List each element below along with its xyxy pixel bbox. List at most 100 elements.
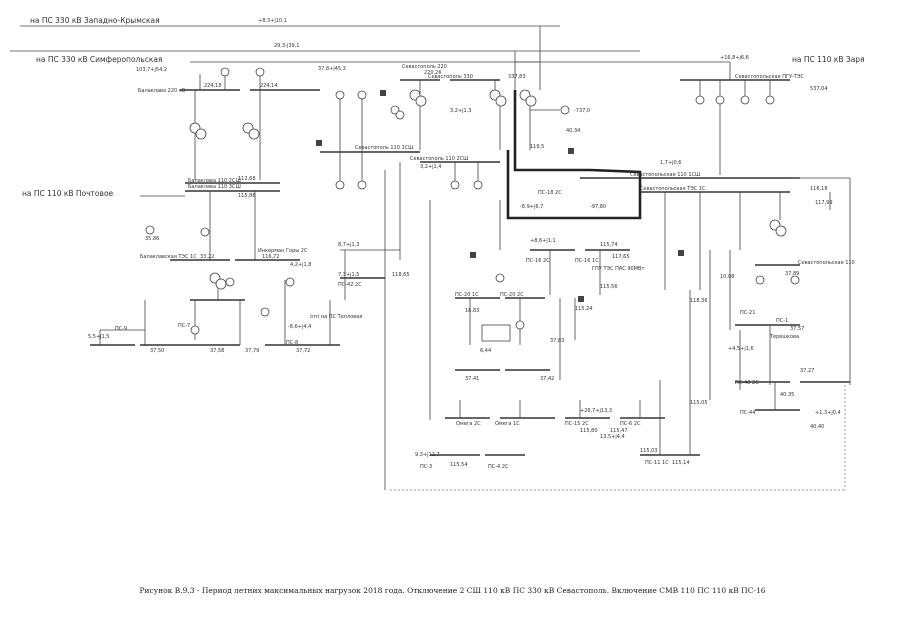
voltage-label: 16,83	[465, 308, 479, 314]
voltage-label: 115,56	[600, 284, 618, 290]
substation-label: отп на ПС Тепловая	[310, 314, 362, 320]
flow-label: 29,3-j39,1	[274, 43, 299, 49]
voltage-label: 115,03	[640, 448, 658, 454]
node-label: ПС-7	[178, 323, 190, 329]
voltage-label: 37,83	[550, 338, 564, 344]
flow-label: 8,7+j1,3	[338, 242, 359, 248]
hatched-markers	[316, 140, 684, 302]
flow-label: +4,5+j1,6	[728, 346, 754, 352]
generator-group-left	[145, 225, 235, 287]
substation-label: Балаклава 220 кВ	[138, 88, 186, 94]
node-label: ПС-9	[115, 326, 127, 332]
voltage-label: 40,34	[566, 128, 580, 134]
node-label: ПС-20 2С	[500, 292, 524, 298]
voltage-label: 37,57	[790, 326, 804, 332]
flow-label: +8,6+j1,1	[530, 238, 556, 244]
node-label: ПС-18 2С	[538, 190, 562, 196]
voltage-label: 116,72	[262, 254, 280, 260]
voltage-label: 40,35	[780, 392, 794, 398]
voltage-label: 115,74	[600, 242, 618, 248]
voltage-label: 37,72	[296, 348, 310, 354]
voltage-label: 10,08	[720, 274, 734, 280]
flow-label: -8,6+j4,4	[288, 324, 311, 330]
voltage-label: 37,27	[800, 368, 814, 374]
voltage-label: 115,47	[610, 428, 628, 434]
node-label: ПС-8	[286, 340, 298, 346]
voltage-label: 224,14	[260, 83, 278, 89]
node-label: ПС-15 2С	[565, 421, 589, 427]
substation-label: Балаклава 110 2СШ	[188, 178, 241, 184]
voltage-label: 37,58	[210, 348, 224, 354]
voltage-label: 115,80	[580, 428, 598, 434]
incoming-330kv-lines	[10, 25, 640, 90]
voltage-label: 35,86	[145, 236, 159, 242]
highlighted-feeder-loop	[506, 90, 642, 220]
voltage-label: 118,65	[392, 272, 410, 278]
voltage-label: 117,99	[815, 200, 833, 206]
node-label: ПС-16 2С	[526, 258, 550, 264]
voltage-label: 117,65	[612, 254, 630, 260]
flow-label: 37,8+j45,3	[318, 66, 346, 72]
node-label: ПС-44	[740, 410, 755, 416]
voltage-label: 220,26	[424, 70, 442, 76]
voltage-label: 37,50	[150, 348, 164, 354]
balaklava-area	[140, 67, 320, 301]
node-label: ПС-42 2С	[338, 282, 362, 288]
substation-label: Севастопольская 110 1СШ	[630, 172, 700, 178]
figure-caption: Рисунок В.9.3 - Период летних максимальн…	[139, 586, 766, 595]
flow-label: 3,2+j1,3	[450, 108, 471, 114]
node-label: ГПУ ТЭС ПАС 90МВт	[592, 266, 644, 272]
flow-label: +1,3+j0,4	[815, 410, 841, 416]
flow-label: 4,2+j1,8	[290, 262, 311, 268]
substation-label: Севастополь 110 1СШ	[355, 145, 414, 151]
voltage-label: 115,05	[690, 400, 708, 406]
substation-label: Севастополь 330	[428, 74, 473, 80]
voltage-label: 6,44	[480, 348, 491, 354]
voltage-label: 224,18	[204, 83, 222, 89]
sevastopol-area	[320, 79, 570, 190]
node-label: ПС-20 1С	[455, 292, 479, 298]
voltage-label: 116,18	[810, 186, 828, 192]
voltage-label: 40,40	[810, 424, 824, 430]
substation-label: Севастополь 110 2СШ	[410, 156, 469, 162]
node-label: ПС-48 2С	[735, 380, 759, 386]
substation-label: Севастопольская ПГУ-ТЭС	[735, 74, 804, 80]
flow-label: -8,9+j6,7	[520, 204, 543, 210]
voltage-label: 118,36	[690, 298, 708, 304]
voltage-label: 112,68	[238, 176, 256, 182]
voltage-label: 37,89	[785, 271, 799, 277]
left-35kv-section	[90, 277, 340, 346]
flow-label: -737,0	[574, 108, 590, 114]
voltage-label: -97,80	[590, 204, 606, 210]
substation-label: Инкерман Горы 2С	[258, 248, 308, 254]
voltage-label: 37,79	[245, 348, 259, 354]
flow-label: 5,5+j1,5	[88, 334, 109, 340]
node-label: ПС-4 2С	[488, 464, 509, 470]
direction-zarya: на ПС 110 кВ Заря	[792, 55, 865, 64]
voltage-label: 119,5	[530, 144, 544, 150]
substation-label: Терешкова	[769, 334, 799, 340]
direction-pochtovoe: на ПС 110 кВ Почтовое	[22, 189, 114, 198]
voltage-label: 33,22	[200, 254, 214, 260]
flow-label: 7,3+j1,5	[338, 272, 359, 278]
node-label: Омега 1С	[495, 421, 520, 427]
substation-label: Севастопольская ТЭС 1С	[640, 186, 706, 192]
node-label: ПС-3	[420, 464, 432, 470]
flow-label: 9,3+j12,7	[415, 452, 440, 458]
voltage-label: 337,83	[508, 74, 526, 80]
voltage-label: 115,14	[672, 460, 690, 466]
substation-label: Севастопольская 110	[798, 260, 855, 266]
flow-label: 1,7+j0,6	[660, 160, 681, 166]
substation-label: Балаклава 110 3СШ	[188, 184, 241, 190]
flow-label: +16,8+j6,6	[720, 55, 749, 61]
center-area	[340, 162, 846, 491]
voltage-label: 115,86	[238, 193, 256, 199]
bottom-area	[430, 250, 711, 456]
substation-label: Балаклавская ТЭС 1С	[140, 254, 197, 260]
node-label: ПС-11 1С	[645, 460, 669, 466]
node-label: ПС-21	[740, 310, 755, 316]
flow-label: 13,5+j4,4	[600, 434, 625, 440]
flow-label: 103,7+j54,2	[136, 67, 167, 73]
right-area	[515, 61, 851, 411]
